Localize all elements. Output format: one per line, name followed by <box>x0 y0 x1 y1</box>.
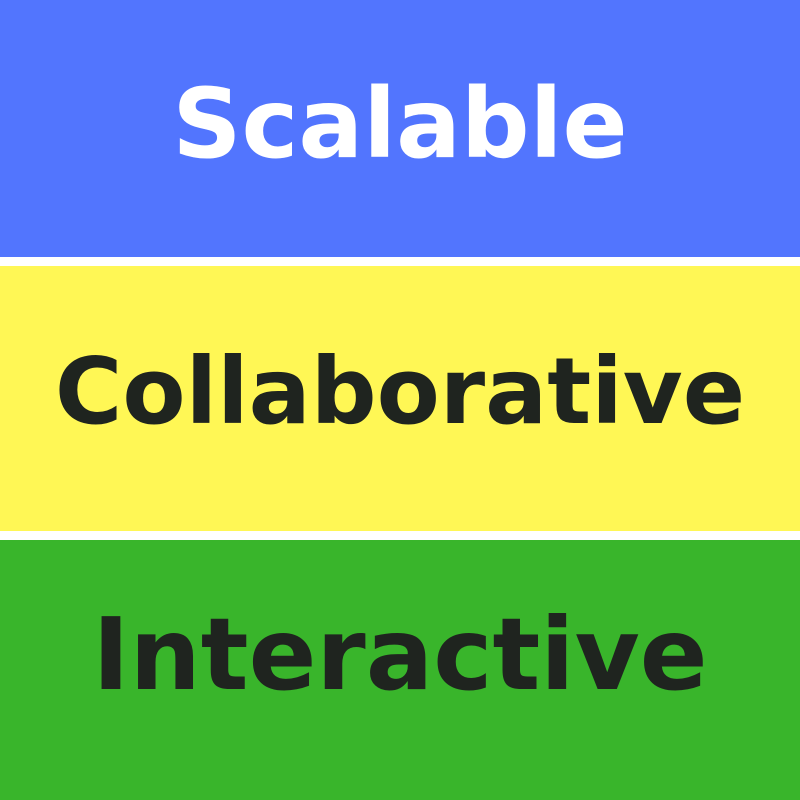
band-scalable: Scalable <box>0 0 800 257</box>
band-interactive: Interactive <box>0 540 800 800</box>
band-collaborative: Collaborative <box>0 266 800 531</box>
word-interactive: Interactive <box>92 596 708 713</box>
word-scalable: Scalable <box>172 67 628 180</box>
word-collaborative: Collaborative <box>54 337 746 445</box>
